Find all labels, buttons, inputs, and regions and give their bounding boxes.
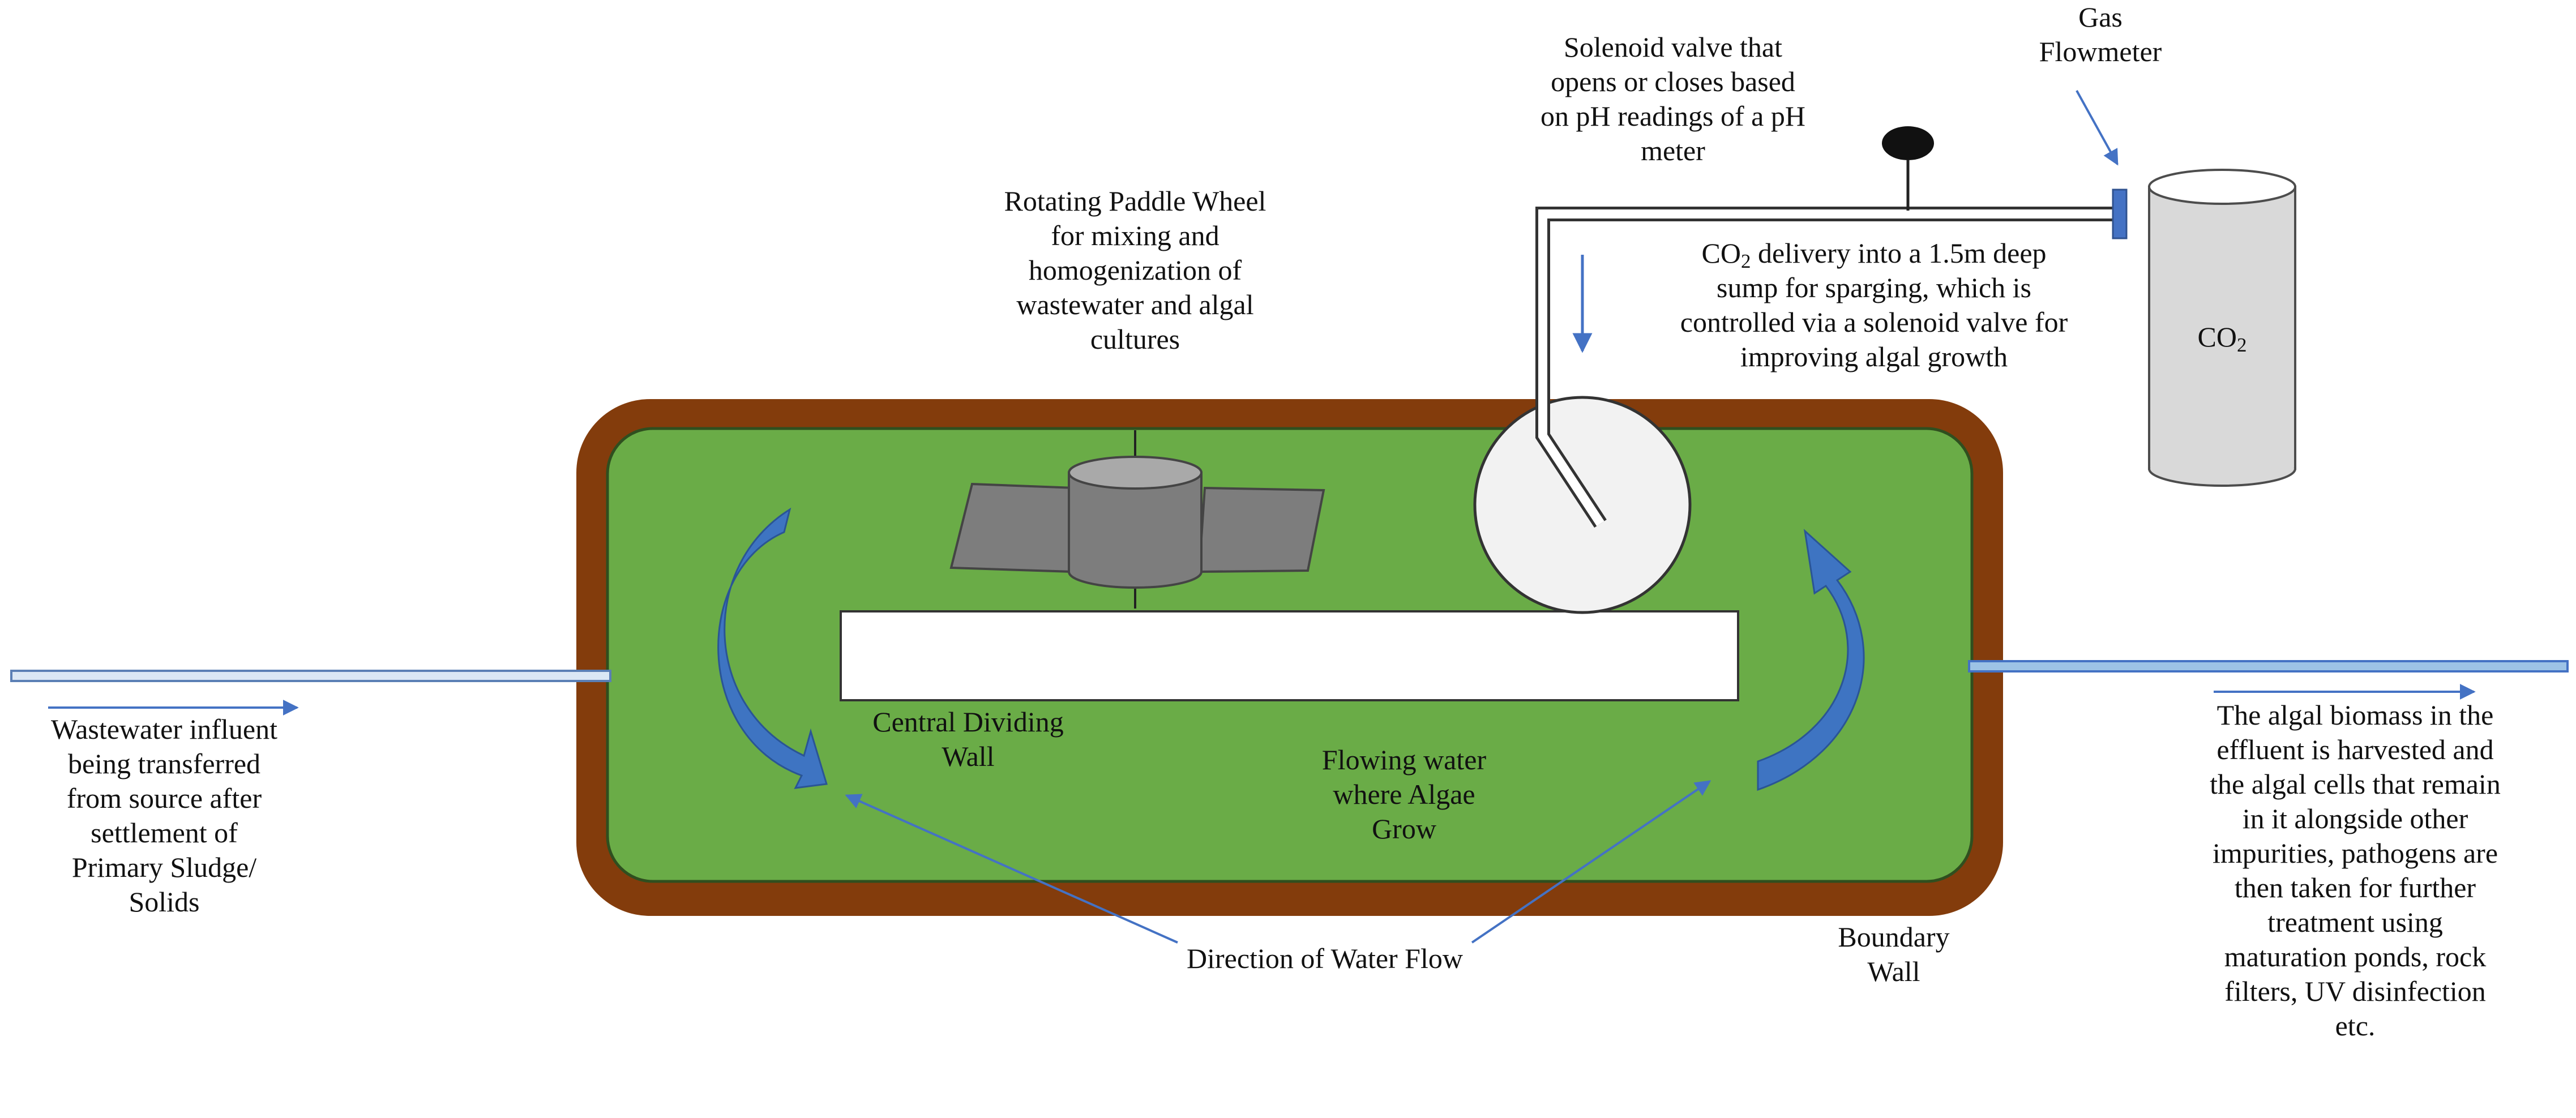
direction-of-flow-label: Direction of Water Flow <box>1187 943 1463 974</box>
boundary-wall-label: Boundary Wall <box>1838 921 1950 987</box>
solenoid-valve-label: Solenoid valve that opens or closes base… <box>1541 31 1805 166</box>
paddle-wheel <box>949 430 1325 609</box>
influent-pipe <box>10 670 611 682</box>
co2-tank-label: CO2 <box>2197 321 2247 356</box>
effluent-label: The algal biomass in the effluent is har… <box>2210 699 2501 1042</box>
direction-pointer-right <box>1471 780 1711 944</box>
flow-arrow-left <box>717 507 828 789</box>
solenoid-valve <box>1882 126 1934 160</box>
central-dividing-wall <box>840 610 1739 701</box>
direction-pointer-left <box>845 794 1178 944</box>
influent-label: Wastewater influent being transferred fr… <box>51 713 277 918</box>
central-wall-label: Central Dividing Wall <box>872 706 1064 772</box>
effluent-pipe <box>1968 660 2569 672</box>
gas-flowmeter-label: Gas Flowmeter <box>2039 1 2162 67</box>
co2-cylinder <box>2148 169 2296 487</box>
paddle-wheel-label: Rotating Paddle Wheel for mixing and hom… <box>1004 185 1266 355</box>
flow-arrow-right <box>1757 529 1865 791</box>
flowmeter-pointer-arrow <box>2076 90 2119 166</box>
flowing-water-label: Flowing water where Algae Grow <box>1321 744 1487 845</box>
co2-delivery-label: CO2 delivery into a 1.5m deep sump for s… <box>1680 237 2068 372</box>
gas-flowmeter <box>2112 189 2128 239</box>
